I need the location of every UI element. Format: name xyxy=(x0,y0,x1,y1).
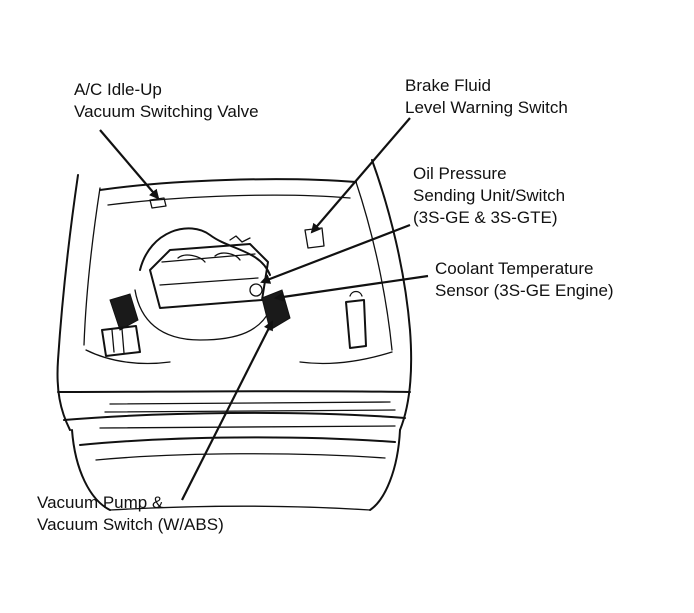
oil-pressure-line-1: Oil Pressure xyxy=(413,164,507,183)
vacuum-pump-leader xyxy=(181,320,273,501)
coolant-temp-label: Coolant Temperature Sensor (3S-GE Engine… xyxy=(435,258,614,302)
ac-idle-up-line-2: Vacuum Switching Valve xyxy=(74,102,259,121)
brake-fluid-label: Brake Fluid Level Warning Switch xyxy=(405,75,568,119)
brake-fluid-leader xyxy=(310,117,411,234)
vacuum-pump-line-2: Vacuum Switch (W/ABS) xyxy=(37,515,224,534)
brake-fluid-line-2: Level Warning Switch xyxy=(405,98,568,117)
coolant-temp-leader xyxy=(274,274,429,302)
ac-idle-up-line-1: A/C Idle-Up xyxy=(74,80,162,99)
oil-pressure-label: Oil Pressure Sending Unit/Switch (3S-GE … xyxy=(413,163,565,229)
engine-block xyxy=(101,197,367,357)
ac-idle-up-leader xyxy=(99,129,160,200)
vacuum-pump-line-1: Vacuum Pump & xyxy=(37,493,164,512)
callout-leaders xyxy=(99,117,429,501)
oil-pressure-leader xyxy=(260,223,411,284)
oil-pressure-line-2: Sending Unit/Switch xyxy=(413,186,566,205)
car-body-outline xyxy=(56,159,413,511)
brake-fluid-line-1: Brake Fluid xyxy=(405,76,491,95)
ac-idle-up-label: A/C Idle-Up Vacuum Switching Valve xyxy=(74,79,259,123)
coolant-temp-line-1: Coolant Temperature xyxy=(435,259,594,278)
coolant-temp-line-2: Sensor (3S-GE Engine) xyxy=(435,281,614,300)
vacuum-pump-label: Vacuum Pump & Vacuum Switch (W/ABS) xyxy=(37,492,224,536)
oil-pressure-line-3: (3S-GE & 3S-GTE) xyxy=(413,208,558,227)
